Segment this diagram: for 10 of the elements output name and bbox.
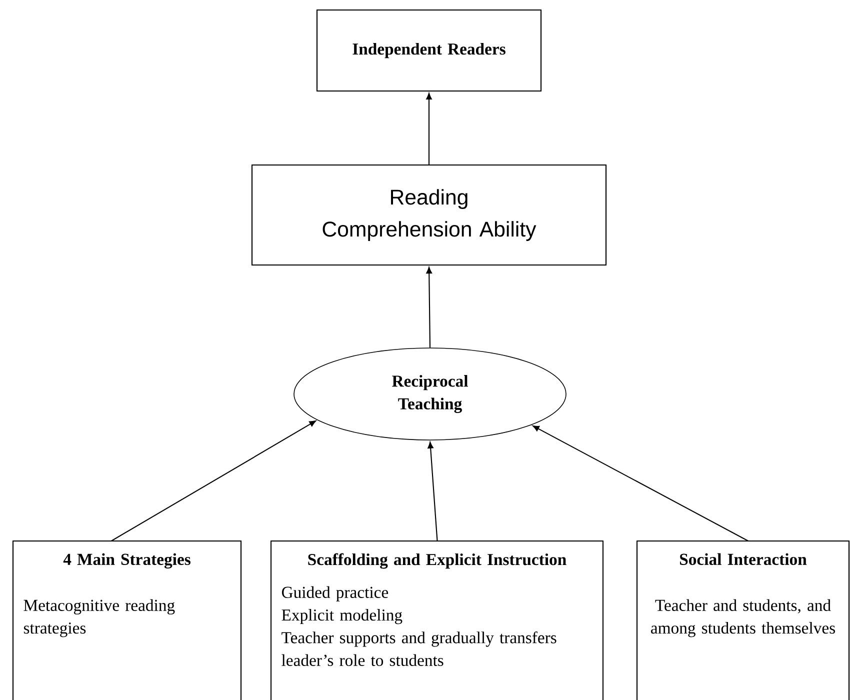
text-box: Independent Readers [316,9,542,92]
arrow [428,442,438,542]
arrow [532,425,749,542]
arrow [111,420,316,542]
text-box: 4 Main Strategies Metacognitive reading strategies [12,540,242,700]
text-box: Reading Comprehension Ability [251,164,607,266]
arrow [426,267,432,348]
text-box: Social Interaction Teacher and students, and among students themselves [636,540,850,700]
arrow [426,93,432,164]
text-box: Scaffolding and Explicit Instruction Guided practice Explicit modeling Teacher supports and gradually transfers leader’s role to students [270,540,604,700]
